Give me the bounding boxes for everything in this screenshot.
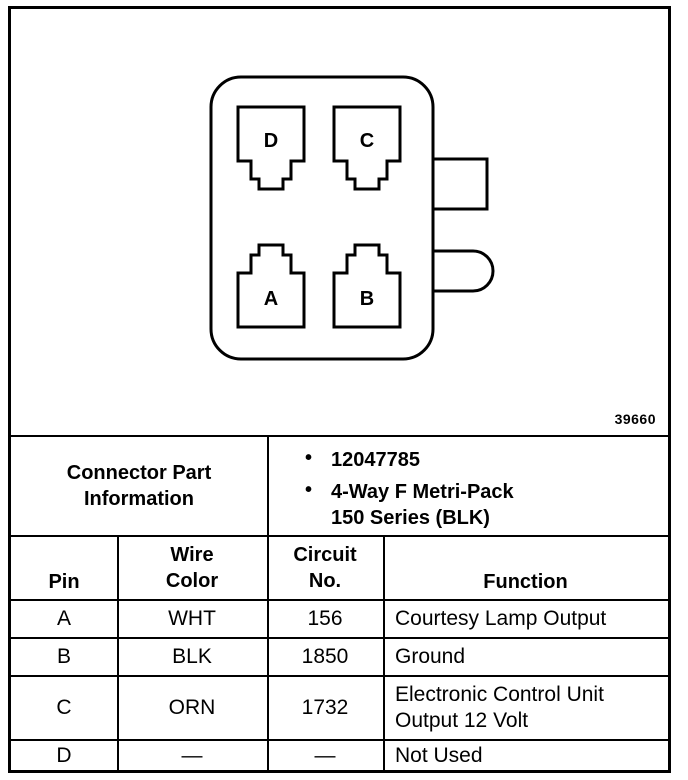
part-number: 12047785 <box>331 449 420 471</box>
connector-frame: D C A B 39660 Connector Part Information… <box>8 6 671 773</box>
cavity-c <box>332 105 402 191</box>
connector-part-details: • 12047785 • 4-Way F Metri-Pack 150 Seri… <box>301 443 661 531</box>
row-a-pin: A <box>56 607 71 630</box>
header-wire-color-line1: Wire <box>170 544 214 566</box>
row-b-circuit: 1850 <box>301 645 349 668</box>
divider <box>117 535 119 770</box>
cavity-a <box>236 243 306 329</box>
rounded-tab <box>433 249 495 293</box>
cavity-label-d: D <box>264 130 278 152</box>
row-c-pin: C <box>56 696 72 719</box>
lock-tab <box>433 157 489 211</box>
row-c-function-line2: Output 12 Volt <box>395 709 529 732</box>
divider <box>11 637 668 639</box>
row-c-function: Electronic Control Unit Output 12 Volt <box>383 677 668 739</box>
header-circuit-line2: No. <box>308 570 342 592</box>
description-line: • 4-Way F Metri-Pack 150 Series (BLK) <box>301 479 661 531</box>
connector-description: 4-Way F Metri-Pack 150 Series (BLK) <box>331 479 661 531</box>
row-c-wire-color: ORN <box>168 696 216 719</box>
row-d-wire-color: — <box>181 744 203 767</box>
cavity-b <box>332 243 402 329</box>
header-circuit-no: Circuit No. <box>267 537 383 599</box>
row-c-function-line1: Electronic Control Unit <box>395 683 604 706</box>
divider <box>267 535 269 770</box>
cavity-label-a: A <box>264 288 278 310</box>
row-d-circuit: — <box>314 744 336 767</box>
divider <box>11 599 668 601</box>
divider <box>11 675 668 677</box>
connector-description-line1: 4-Way F Metri-Pack <box>331 481 514 503</box>
divider <box>11 739 668 741</box>
row-c-circuit: 1732 <box>301 696 349 719</box>
connector-part-label: Connector Part Information <box>11 437 267 535</box>
divider <box>383 535 385 770</box>
cavity-label-b: B <box>360 288 374 310</box>
bullet-icon: • <box>305 447 313 469</box>
row-b-wire-color: BLK <box>172 645 212 668</box>
header-circuit-line1: Circuit <box>293 544 357 566</box>
bullet-icon: • <box>305 479 313 501</box>
row-d-function: Not Used <box>395 744 483 767</box>
header-function: Function <box>483 571 568 593</box>
header-wire-color-line2: Color <box>165 570 219 592</box>
cavity-label-c: C <box>360 130 374 152</box>
divider <box>11 435 668 437</box>
row-a-circuit: 156 <box>307 607 343 630</box>
part-number-line: • 12047785 <box>301 447 661 473</box>
header-wire-color: Wire Color <box>117 537 267 599</box>
connector-drawing: D C A B <box>209 75 495 361</box>
connector-part-label-line2: Information <box>84 488 194 510</box>
connector-body <box>209 75 435 361</box>
connector-part-label-line1: Connector Part <box>66 462 212 484</box>
header-pin: Pin <box>48 571 80 593</box>
row-b-pin: B <box>56 645 71 668</box>
connector-diagram: D C A B 39660 <box>11 9 668 437</box>
row-a-wire-color: WHT <box>168 607 216 630</box>
row-d-pin: D <box>56 744 72 767</box>
divider <box>11 535 668 537</box>
divider <box>267 435 269 535</box>
connector-description-line2: 150 Series (BLK) <box>331 507 490 529</box>
row-b-function: Ground <box>395 645 466 668</box>
cavity-d <box>236 105 306 191</box>
row-a-function: Courtesy Lamp Output <box>395 607 607 630</box>
diagram-id: 39660 <box>614 411 656 427</box>
